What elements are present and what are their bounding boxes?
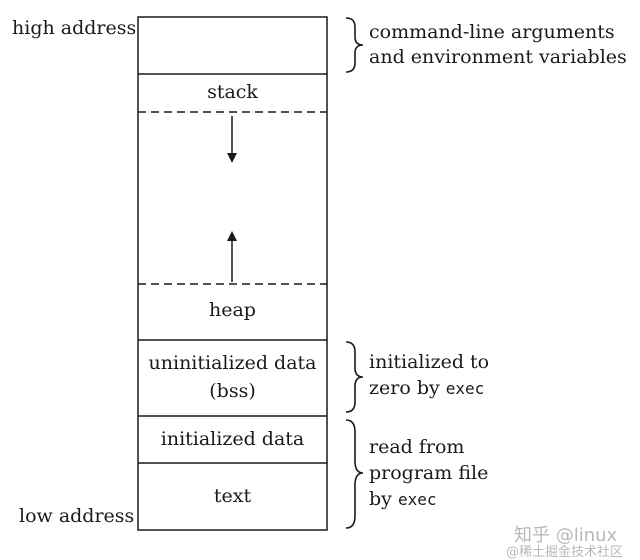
program-annotation-line1: read from [369, 436, 465, 458]
bss-annotation-code: exec [445, 379, 485, 398]
args-annotation-line2: and environment variables [369, 46, 627, 68]
brace-bss [345, 341, 364, 413]
high-address-label: high address [12, 17, 137, 39]
heap-segment-label: heap [209, 299, 256, 321]
program-annotation-line3: by exec [369, 488, 436, 511]
watermark-zhihu: 知乎 @linux [514, 525, 618, 546]
bss-annotation-line2: zero by exec [369, 377, 484, 400]
program-annotation-text: by [369, 488, 398, 510]
bss-annotation-line1: initialized to [369, 351, 490, 373]
bss-segment-label-line1: uninitialized data [148, 352, 317, 374]
brace-program-file [345, 419, 364, 529]
data-segment-label: initialized data [160, 428, 305, 450]
bss-segment-label-line2: (bss) [209, 380, 256, 402]
memory-column-outline [137, 16, 328, 531]
stack-segment-label: stack [207, 81, 258, 103]
bss-annotation-text: zero by [369, 377, 446, 399]
text-segment-label: text [213, 485, 252, 507]
low-address-label: low address [19, 505, 135, 527]
args-annotation-line1: command-line arguments [369, 21, 615, 43]
program-annotation-code: exec [397, 490, 437, 509]
watermark-juejin: @稀土掘金技术社区 [506, 545, 624, 560]
program-annotation-line2: program file [369, 462, 489, 484]
brace-args-env [345, 17, 364, 73]
